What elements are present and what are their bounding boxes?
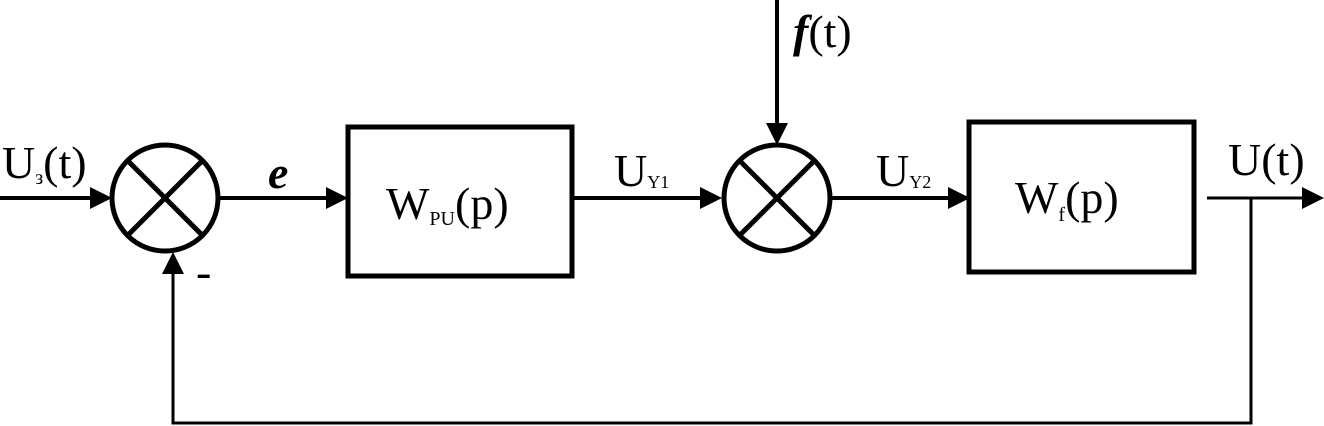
input-label: Uз(t) [2,137,87,189]
controller-block [345,124,575,279]
controller-label: WPU(p) [386,178,509,230]
output-label: U(t) [1228,134,1305,185]
disturbance-arrowhead [766,123,788,145]
uy1-arrowhead [700,187,722,209]
error-arrowhead [326,187,348,209]
uy1-label: UY1 [614,145,669,196]
uy2-arrowhead [948,187,970,209]
disturbance-label: f(t) [793,6,852,57]
feedback-sign: - [196,246,211,297]
uy2-label: UY2 [876,145,931,196]
summing-junction-2 [721,142,833,254]
feedback-line [171,198,1253,425]
error-label: e [268,147,288,198]
input-arrowhead [90,187,112,209]
plant-block [966,119,1197,275]
plant-label: Wf(p) [1015,172,1119,226]
feedback-arrowhead [162,252,184,274]
output-arrowhead [1302,187,1324,209]
summing-junction-1 [109,142,221,254]
